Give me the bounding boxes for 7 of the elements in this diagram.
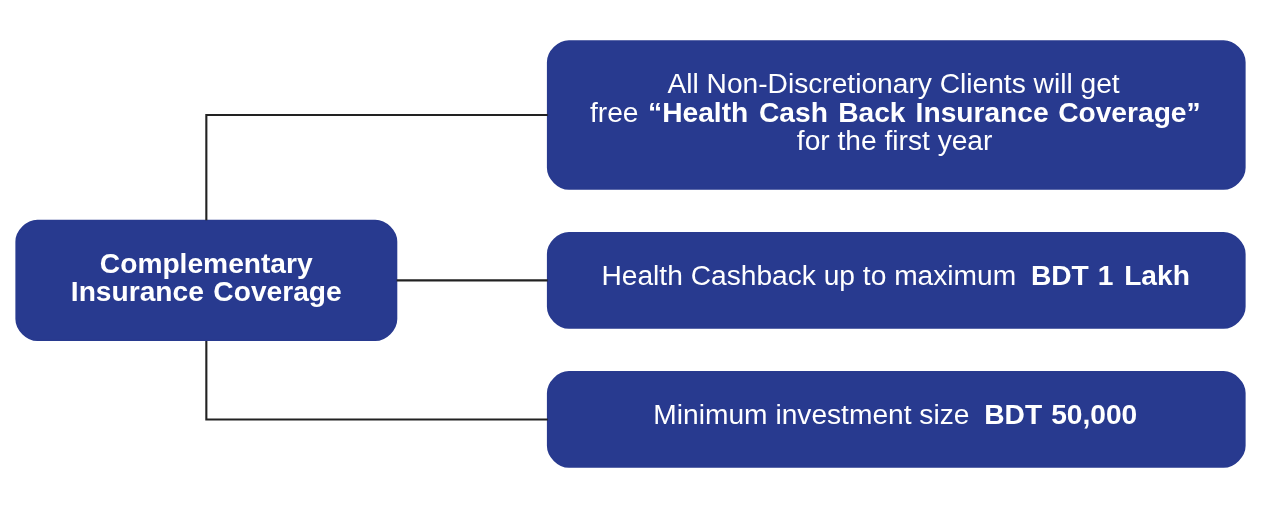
node-box: All Non-Discretionary Clients will get free “Health Cash Back Insurance Coverage” for the first year	[546, 40, 1246, 190]
connector	[205, 341, 548, 421]
node-box: Health Cashback up to maximum BDT 1 Lakh	[546, 232, 1246, 329]
connector	[396, 279, 548, 282]
connector	[205, 113, 548, 221]
node-box: Complementary Insurance Coverage	[15, 219, 398, 342]
node-box: Minimum investment size BDT 50,000	[546, 371, 1246, 468]
